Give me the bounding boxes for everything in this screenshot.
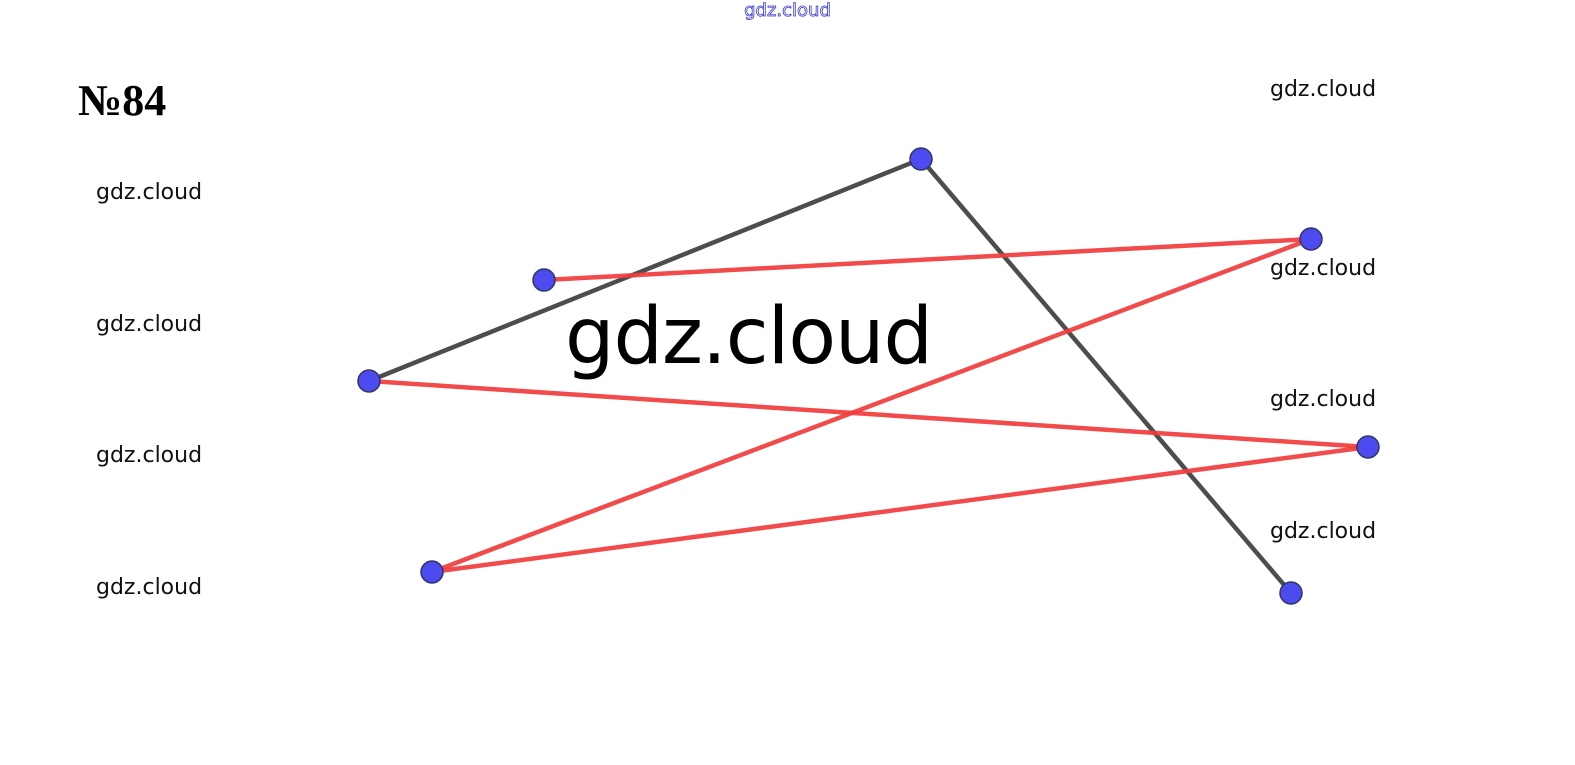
center-watermark: gdz.cloud (565, 292, 933, 382)
watermark-right-3: gdz.cloud (1270, 387, 1377, 412)
point-d (420, 560, 444, 584)
gray-line-1 (366, 156, 924, 384)
point-e (1299, 227, 1323, 251)
watermark-left-1: gdz.cloud (96, 180, 203, 205)
point-f (1356, 435, 1380, 459)
point-g (1279, 581, 1303, 605)
red-line-5 (366, 378, 1371, 450)
watermark-left-4: gdz.cloud (96, 575, 203, 600)
red-line-6 (429, 444, 1371, 575)
header-watermark: gdz.cloud (744, 0, 832, 21)
watermark-right-1: gdz.cloud (1270, 77, 1377, 102)
connection-lines (366, 156, 1371, 596)
task-number: №84 (78, 76, 167, 125)
point-b (532, 268, 556, 292)
watermark-right-4: gdz.cloud (1270, 519, 1377, 544)
red-line-3 (541, 236, 1314, 283)
point-c (357, 369, 381, 393)
watermark-left-3: gdz.cloud (96, 443, 203, 468)
point-a (909, 147, 933, 171)
diagram-points (357, 147, 1380, 605)
red-line-4 (429, 236, 1314, 575)
watermark-right-2: gdz.cloud (1270, 256, 1377, 281)
gray-line-2 (918, 156, 1294, 596)
watermark-left-2: gdz.cloud (96, 312, 203, 337)
